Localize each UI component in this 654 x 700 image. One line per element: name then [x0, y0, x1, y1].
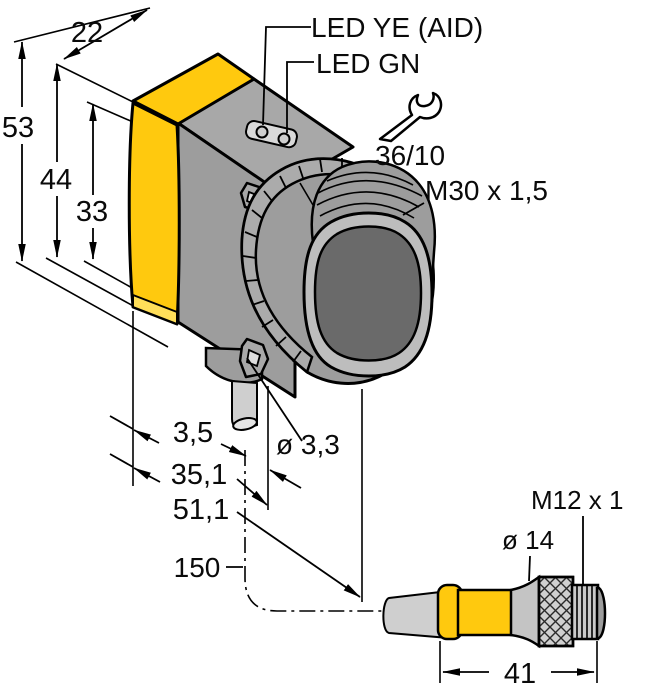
dim-height-body: 44 [40, 164, 72, 196]
connector-boot-body [456, 588, 515, 637]
sensor-body [127, 52, 437, 431]
connector-thread-ridges [576, 586, 593, 638]
housing-front-bevel-bottom [132, 293, 178, 326]
led-green-leader [286, 61, 314, 133]
label-connector-thread: M12 x 1 [531, 485, 624, 515]
leader-lines [226, 26, 584, 585]
led-yellow-leader [262, 26, 311, 126]
connector-knurl-pattern [537, 575, 575, 648]
qd-connector [382, 574, 607, 649]
connector-dia-leader [528, 555, 531, 582]
label-connector-diameter: ø 14 [502, 525, 554, 555]
barrel-thread-lines [316, 171, 423, 219]
connector-cable [382, 589, 450, 640]
label-cable-diameter: ø 3,3 [276, 429, 340, 460]
dim-connector-length: 41 [504, 658, 536, 690]
lens-face [313, 225, 423, 362]
dim-depth-total: 51,1 [173, 494, 229, 526]
m30-leader [402, 202, 425, 216]
led-green-indicator [277, 132, 291, 146]
dim-height-inner: 33 [76, 196, 108, 228]
sensor-cable-end [232, 417, 258, 431]
label-wrench-size: 36/10 [375, 140, 445, 171]
dim-cable-length: 150 [174, 552, 221, 583]
dim-height-total: 53 [2, 112, 34, 144]
extension-lines [13, 7, 363, 602]
label-led-green: LED GN [316, 48, 420, 79]
connector-thread-section [570, 583, 600, 641]
led-yellow-indicator [255, 125, 269, 139]
dimension-lines [18, 9, 598, 683]
labels: 22 53 44 33 LED YE (AID) LED GN 36/10 M3… [2, 12, 624, 690]
label-led-yellow: LED YE (AID) [311, 12, 483, 43]
dim-width-top: 22 [71, 17, 103, 49]
dim-cable-offset: 3,5 [173, 417, 213, 449]
label-lens-thread: M30 x 1,5 [425, 175, 548, 206]
cable-centerline [244, 450, 384, 612]
connector-end-cap [595, 586, 607, 640]
wrench-icon [378, 91, 443, 143]
housing-front-face [127, 101, 181, 326]
dim-depth-body: 35,1 [171, 459, 227, 491]
connector-collar [509, 574, 541, 649]
cable-dia-leader [246, 357, 303, 442]
